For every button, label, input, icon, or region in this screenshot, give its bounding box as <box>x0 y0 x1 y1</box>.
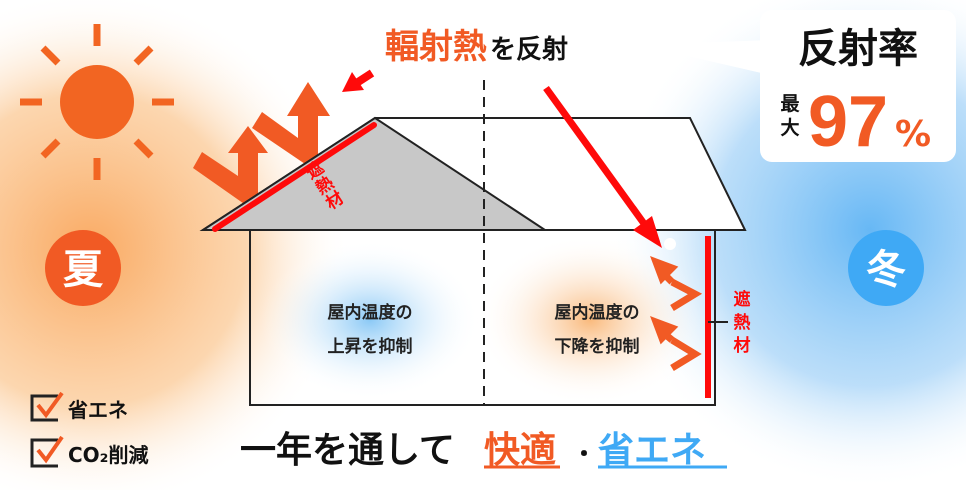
reflection-arrow <box>543 85 676 250</box>
checklist-label: 省エネ <box>67 398 128 422</box>
checkbox-icon <box>30 394 58 422</box>
sun-icon <box>20 24 174 180</box>
attic <box>199 116 549 231</box>
checklist-label: CO₂削減 <box>68 443 148 467</box>
checklist: 省エネ CO₂削減 <box>30 391 148 468</box>
tagline-dot: ・ <box>572 440 596 468</box>
tagline-energy: 省エネ <box>598 430 706 471</box>
badge-title: 反射率 <box>798 26 918 72</box>
right-room-glow <box>475 235 705 405</box>
radiant-heat-text: 輻射熱 <box>385 27 487 67</box>
left-room-glow <box>260 240 480 400</box>
incoming-heat-arrow <box>342 69 375 92</box>
check-icon <box>36 391 64 419</box>
summer-label: 夏 <box>63 247 104 293</box>
roof-insulation-line <box>212 122 377 232</box>
right-room-line2: 下降を抑制 <box>555 336 640 357</box>
reflect-text: を反射 <box>490 35 568 65</box>
checklist-item: CO₂削減 <box>30 435 148 468</box>
tagline-prefix: 一年を通して <box>240 430 455 471</box>
winter-badge: 冬 <box>848 230 924 306</box>
check-icon <box>36 435 64 464</box>
label-char: 遮 <box>734 289 751 310</box>
badge-max-1: 最 <box>780 93 800 115</box>
reflectance-badge: 反射率 最 大 97 % <box>640 10 956 162</box>
right-room-line1: 屋内温度の <box>555 302 640 323</box>
tagline-comfort: 快適 <box>484 430 556 471</box>
left-room-line1: 屋内温度の <box>328 302 413 323</box>
wall-insulation-label: 遮 熱 材 <box>734 289 751 356</box>
tagline: 一年を通して 快適 ・ 省エネ <box>240 430 727 471</box>
checkbox-icon <box>30 438 58 468</box>
reflected-heat-arrows <box>193 82 330 208</box>
badge-unit: % <box>895 114 931 155</box>
label-char: 熱 <box>734 312 751 333</box>
checklist-item: 省エネ <box>30 391 128 422</box>
badge-value: 97 <box>808 82 888 162</box>
label-char: 材 <box>734 335 751 356</box>
inner-reflection-arrows <box>650 256 703 371</box>
winter-label: 冬 <box>866 247 906 293</box>
left-room-line2: 上昇を抑制 <box>328 336 413 357</box>
badge-max-2: 大 <box>780 116 799 139</box>
summer-badge: 夏 <box>45 230 121 306</box>
